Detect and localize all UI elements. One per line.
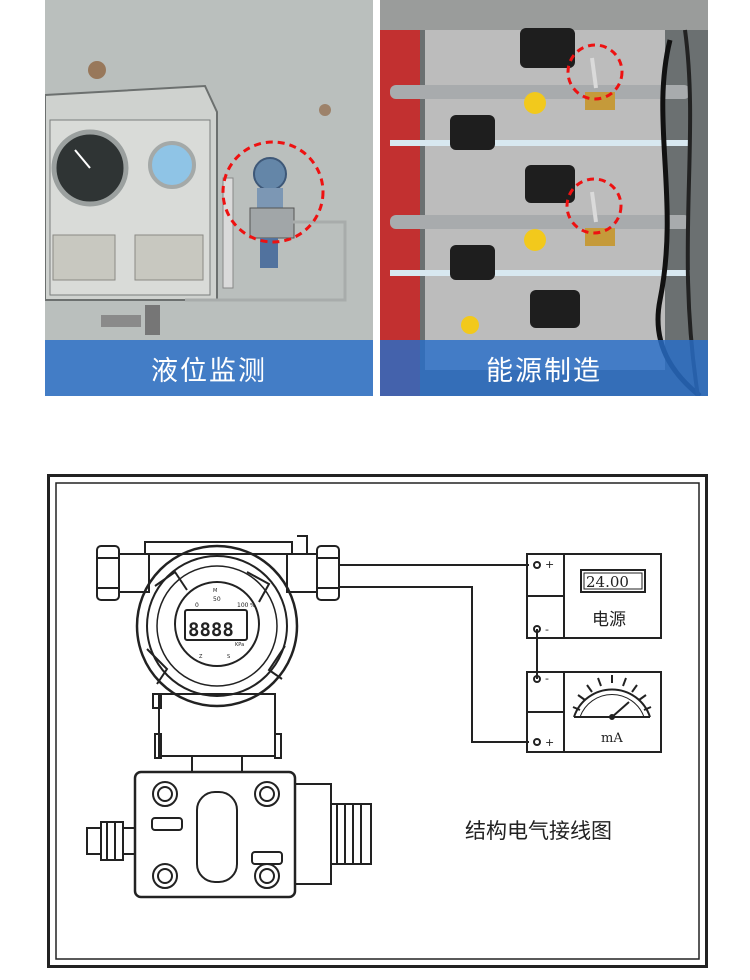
- lcd-scale-mid: 50: [213, 596, 221, 603]
- ammeter-box: [526, 671, 662, 753]
- photo-energy-manufacturing: 能源制造: [380, 0, 708, 396]
- ammeter-unit: mA: [601, 731, 623, 746]
- power-display-value: 24.00: [586, 573, 629, 591]
- power-minus-terminal: -: [545, 623, 549, 636]
- caption-energy-manufacturing: 能源制造: [380, 340, 708, 396]
- diagram-outer-border: [47, 474, 708, 968]
- diagram-inner-border: [55, 482, 700, 960]
- lcd-digits: 8888: [188, 619, 234, 641]
- power-label: 电源: [592, 610, 626, 630]
- wiring-diagram-svg: 0 50 100 M % 8888 KPa Z S + - 24.00 电源: [47, 474, 708, 968]
- ammeter-plus-terminal: +: [545, 736, 554, 749]
- transmitter-drawing: [86, 535, 372, 899]
- lcd-unit-top: %: [250, 603, 255, 609]
- diagram-title: 结构电气接线图: [465, 819, 612, 843]
- lcd-marker-z: Z: [199, 654, 203, 660]
- lcd-scale-left: 0: [195, 602, 199, 609]
- lcd-unit-bottom: KPa: [235, 642, 244, 648]
- lcd-scale-right: 100: [237, 602, 249, 609]
- energy-manufacturing-photo-illustration: [380, 0, 708, 396]
- power-plus-terminal: +: [545, 558, 554, 571]
- lcd-marker-top: M: [213, 588, 217, 594]
- lcd-marker-s: S: [227, 654, 230, 660]
- wire-to-ammeter-plus: [339, 586, 529, 743]
- ammeter-minus-terminal: -: [545, 672, 549, 685]
- caption-liquid-level: 液位监测: [45, 340, 373, 396]
- power-supply-box: [526, 553, 662, 639]
- liquid-level-photo-illustration: [45, 0, 373, 396]
- photo-liquid-level-monitoring: 液位监测: [45, 0, 373, 396]
- electrical-wiring-diagram: 0 50 100 M % 8888 KPa Z S + - 24.00 电源: [47, 474, 708, 968]
